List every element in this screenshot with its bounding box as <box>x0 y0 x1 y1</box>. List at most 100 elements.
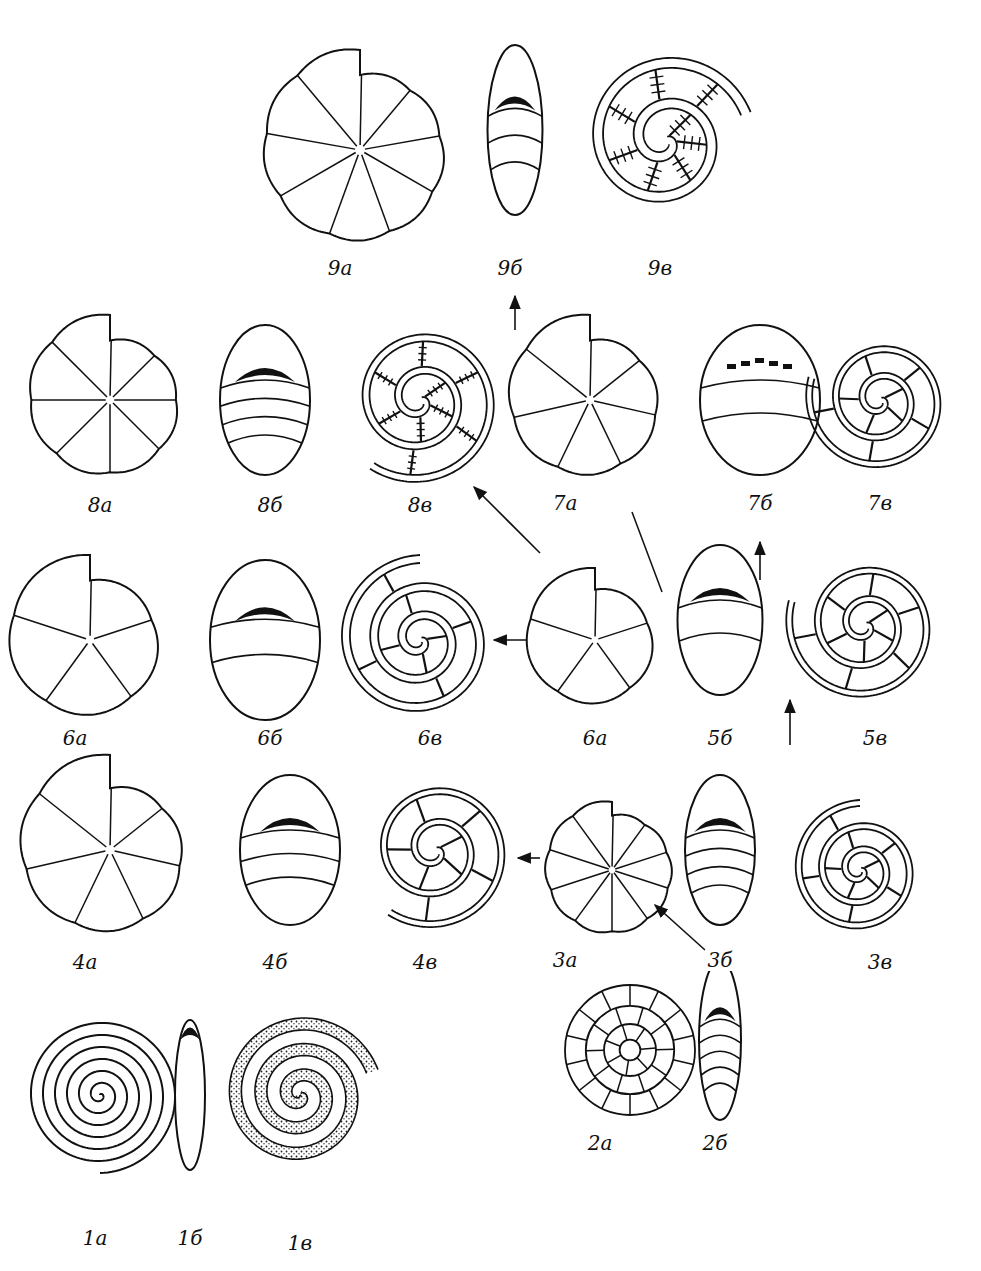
chamber-suture <box>39 794 106 847</box>
wall-line <box>350 563 476 703</box>
chamber-suture <box>90 580 91 635</box>
chamber-suture <box>594 589 596 636</box>
whorl-outline <box>620 1040 641 1061</box>
shell-edge-outline <box>678 545 763 695</box>
chamber-suture <box>92 643 130 696</box>
shell-outline <box>20 755 181 931</box>
chamber-suture <box>365 136 439 149</box>
chamber-boundary <box>223 417 308 425</box>
septum-branch <box>648 167 661 172</box>
septum-branch <box>471 371 474 378</box>
chamber-suture <box>558 404 588 467</box>
chamber-suture <box>110 340 111 395</box>
chamber-suture <box>330 155 359 234</box>
septum <box>848 832 853 848</box>
septum-branch <box>612 104 619 116</box>
chamber-suture <box>649 1090 658 1109</box>
wall-line <box>381 788 504 927</box>
septum <box>869 441 872 460</box>
chamber-boundary <box>488 108 542 116</box>
septum-branch <box>702 90 712 100</box>
septum-branch <box>675 120 685 130</box>
chamber-boundary <box>212 654 318 662</box>
evolution-arrow <box>474 487 540 553</box>
chamber-suture <box>592 404 621 464</box>
chamber-boundary <box>685 848 755 856</box>
chamber-suture <box>531 619 592 639</box>
septum <box>912 419 929 429</box>
chamber-suture <box>360 75 361 145</box>
chamber-suture <box>640 1048 656 1049</box>
chamber-suture <box>651 1024 666 1035</box>
whorl-outline <box>586 1006 674 1094</box>
figure-label: 2б <box>701 1132 730 1154</box>
chamber-suture <box>526 349 586 397</box>
figure-label: 9а <box>326 257 355 279</box>
figure-label: 5в <box>861 727 889 749</box>
septum <box>866 415 874 433</box>
figure-label: 4б <box>261 951 290 973</box>
chamber-suture <box>636 1029 645 1042</box>
septum <box>669 115 690 136</box>
septum <box>425 383 445 397</box>
figure-label: 6б <box>256 727 285 749</box>
septum-branch <box>445 410 449 417</box>
figure-label: 8в <box>406 494 434 516</box>
septum <box>381 645 400 650</box>
septum-branch <box>409 456 417 457</box>
septum <box>406 595 412 613</box>
evolution-arrow <box>494 639 527 641</box>
chamber-suture <box>52 342 107 397</box>
wall-line <box>593 58 750 202</box>
shell-outline <box>264 49 444 240</box>
aperture <box>235 607 295 621</box>
septum-branch <box>417 423 425 425</box>
septum-branch <box>680 115 690 125</box>
septum-branch <box>673 158 685 165</box>
septum-branch <box>383 375 387 382</box>
whorl-outline <box>565 985 695 1115</box>
shell-edge-outline <box>699 960 741 1120</box>
septum-branch <box>646 174 659 179</box>
septum-branch <box>684 135 686 149</box>
chamber-suture <box>607 1055 621 1063</box>
shell-outline <box>9 555 158 715</box>
chamber-suture <box>651 1065 666 1075</box>
septum <box>427 636 446 639</box>
septum <box>379 411 400 423</box>
chamber-boundary <box>687 867 753 875</box>
chamber-boundary <box>246 877 334 885</box>
septum-branch <box>681 170 693 177</box>
chamber-suture <box>626 1060 628 1075</box>
chamber-suture <box>665 1009 681 1022</box>
evolution-arrow <box>759 542 761 580</box>
wall-line <box>603 68 741 192</box>
septum <box>865 356 871 375</box>
chamber-suture <box>595 1066 610 1077</box>
shell-edge-outline <box>220 325 310 475</box>
septum <box>375 372 396 385</box>
aperture <box>235 368 295 382</box>
chamber-suture <box>551 871 609 890</box>
chamber-suture <box>109 404 111 472</box>
chamber-suture <box>590 340 591 395</box>
septum-branch <box>388 379 392 386</box>
septum <box>387 848 411 851</box>
chamber-suture <box>112 854 143 918</box>
septum <box>417 799 425 821</box>
aperture <box>755 358 764 363</box>
chamber-boundary <box>701 380 819 388</box>
chamber-suture <box>113 356 154 397</box>
figure-label: 7а <box>551 492 580 514</box>
chamber-suture <box>46 643 87 700</box>
chamber-suture <box>593 361 639 398</box>
septum <box>827 597 844 610</box>
figure-label: 4в <box>411 951 439 973</box>
chamber-boundary <box>221 380 310 388</box>
aperture <box>495 96 536 110</box>
chamber-suture <box>673 1036 693 1041</box>
chamber-boundary <box>699 1035 741 1043</box>
figure-label: 1б <box>176 1227 205 1249</box>
aperture <box>704 1007 735 1021</box>
shell-edge-outline <box>175 1020 205 1170</box>
